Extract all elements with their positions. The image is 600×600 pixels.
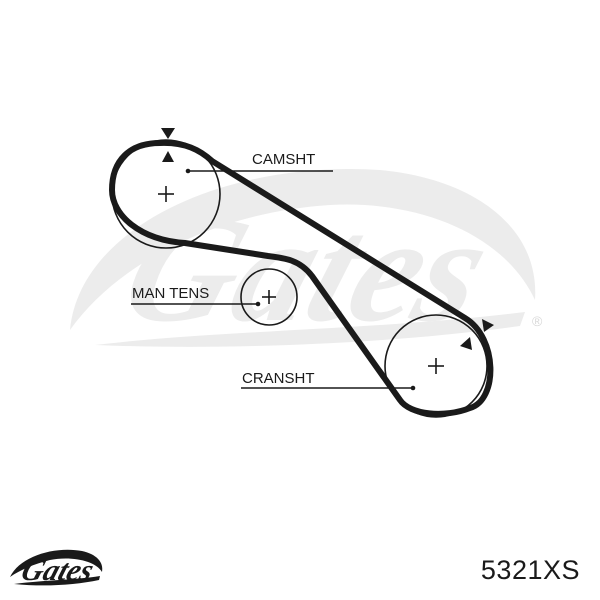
crankshaft-pulley [384, 314, 488, 418]
tensioner-label: MAN TENS [132, 285, 209, 302]
part-number: 5321XS [480, 555, 580, 585]
watermark-swoosh [70, 168, 536, 330]
tensioner-center-mark [262, 290, 276, 304]
tensioner-leader [131, 301, 261, 307]
crankshaft-leader [241, 385, 416, 391]
crankshaft-label: CRANSHT [242, 370, 315, 387]
camshaft-center-mark [158, 186, 174, 202]
brand-logo-text: Gates [17, 554, 98, 587]
camshaft-label: CAMSHT [252, 151, 315, 168]
watermark-logo: Gates ® [70, 168, 543, 353]
watermark-underline [95, 312, 525, 347]
timing-belt [109, 139, 494, 417]
brand-logo-underline [14, 576, 100, 586]
brand-logo: Gates [10, 549, 103, 587]
brand-logo-swoosh [10, 549, 103, 577]
camshaft-leader [185, 168, 333, 174]
tensioner-pulley [240, 268, 298, 326]
crankshaft-timing-mark-inner-icon [460, 337, 472, 350]
crankshaft-center-mark [428, 358, 444, 374]
camshaft-timing-mark-outer-icon [161, 128, 175, 139]
camshaft-timing-mark-inner-icon [162, 151, 174, 162]
watermark-registered-mark: ® [532, 313, 543, 329]
crankshaft-timing-mark-outer-icon [482, 319, 494, 332]
